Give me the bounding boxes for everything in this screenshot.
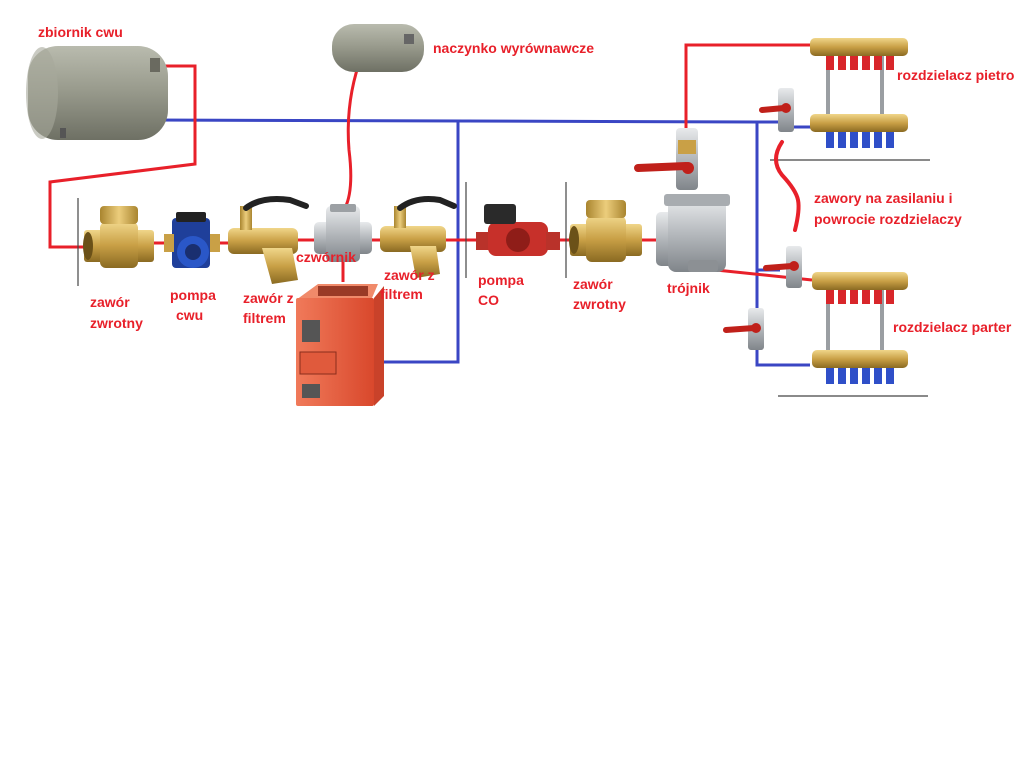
label-check-valve-2-line1: zawór [573,276,613,292]
bracket-lines [77,159,930,397]
boiler-icon [296,284,384,406]
ball-valve-icon-mid [763,246,802,288]
manifold-icon-bottom [812,272,908,384]
labels: zbiornik cwu naczynko wyrównawcze rozdzi… [38,24,1014,335]
label-filter-valve-1-line2: filtrem [243,310,286,326]
check-valve-icon-2 [569,200,642,262]
label-tank: zbiornik cwu [38,24,123,40]
manifold-bottom-return-valves [826,368,894,384]
label-expansion-vessel: naczynko wyrównawcze [433,40,594,56]
manifold-bottom-supply-valves [826,290,894,304]
label-check-valve-1-line1: zawór [90,294,130,310]
ball-valve-icon-bottom [723,308,764,350]
check-valve-icon-1 [83,206,154,268]
ball-valve-icon-tee [634,128,698,190]
label-manifold-bottom: rozdzielacz parter [893,319,1012,335]
valves-note-pointer [774,140,801,232]
circulation-pump-icon-co [476,204,560,256]
label-pump-cwu-line2: cwu [176,307,203,323]
manifold-top-return-valves [826,132,894,148]
label-pump-cwu-line1: pompa [170,287,216,303]
label-check-valve-1-line2: zwrotny [90,315,143,331]
filter-ball-valve-icon-2 [380,196,457,278]
expansion-vessel-icon [332,24,424,72]
manifold-top-supply-valves [826,56,894,70]
ball-valve-icon-top [759,88,794,132]
label-cross: czwórnik [296,249,356,265]
label-check-valve-2-line2: zwrotny [573,296,626,312]
label-tee: trójnik [667,280,710,296]
label-filter-valve-2-line1: zawór z [384,267,435,283]
label-filter-valve-2-line2: filtrem [380,286,423,302]
pipe-cross-icon [314,204,372,262]
label-pump-co-line2: CO [478,292,499,308]
label-filter-valve-1-line1: zawór z [243,290,294,306]
circulation-pump-icon-cwu [164,212,220,268]
label-manifold-top: rozdzielacz pietro [897,67,1014,83]
label-valves-note-line1: zawory na zasilaniu i [814,190,953,206]
label-valves-note-line2: powrocie rozdzielaczy [814,211,962,227]
filter-ball-valve-icon-1 [228,196,309,284]
manifold-icon-top [810,38,908,148]
hot-water-tank-icon [26,46,168,140]
label-pump-co-line1: pompa [478,272,524,288]
pipe-tee-icon [656,194,730,272]
